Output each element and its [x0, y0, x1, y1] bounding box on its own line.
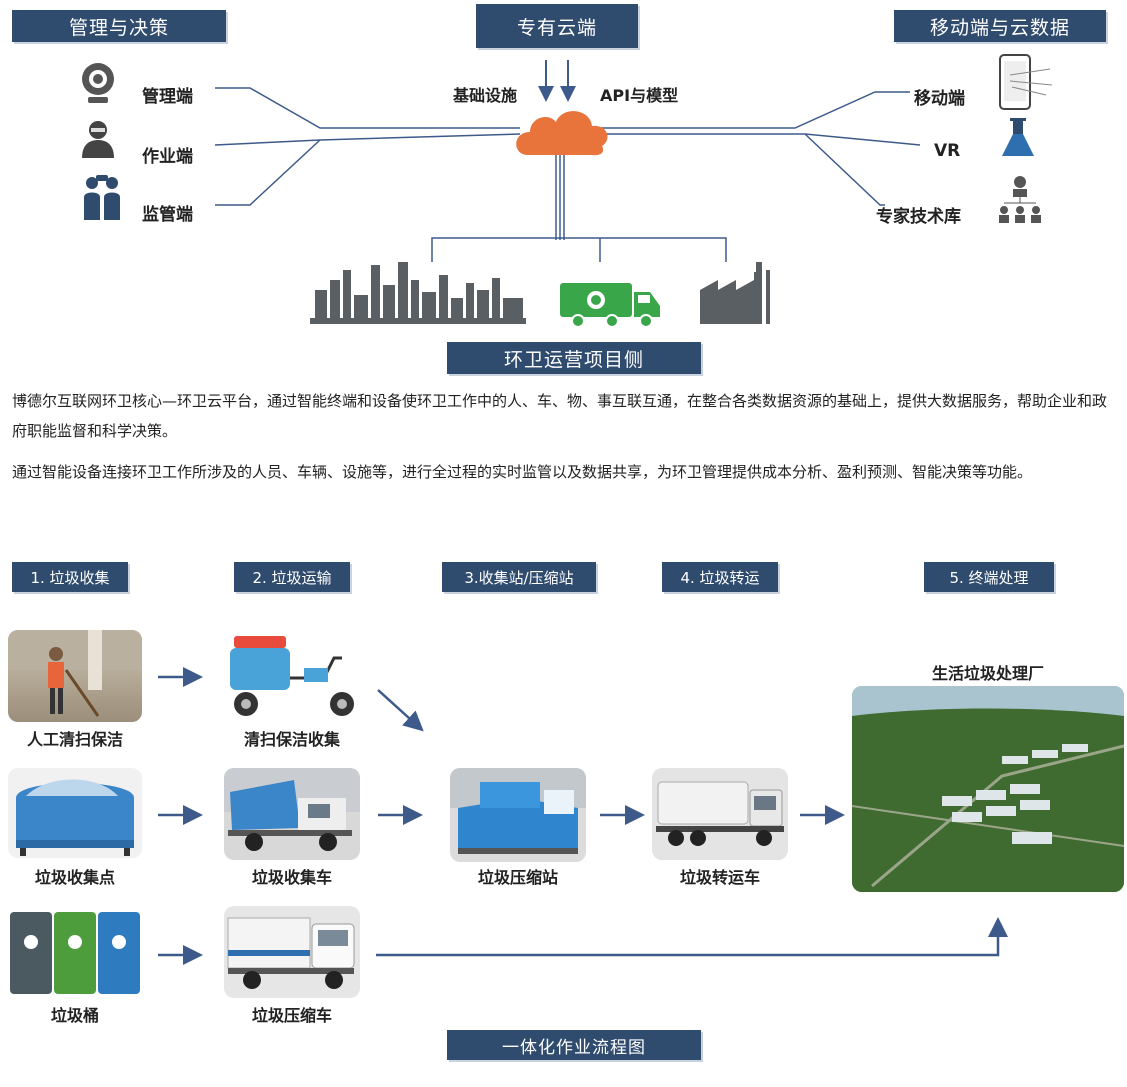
photo-cleaning-tricycle	[224, 628, 360, 724]
header-private-cloud: 专有云端	[476, 4, 638, 48]
header-mobile-cloud-data: 移动端与云数据	[894, 10, 1106, 42]
label-infrastructure: 基础设施	[453, 86, 518, 105]
step-5-header: 5. 终端处理	[924, 562, 1054, 592]
label-supervision-end: 监管端	[142, 205, 193, 225]
city-skyline-icon	[310, 262, 526, 324]
footer-flowchart-title: 一体化作业流程图	[447, 1030, 701, 1060]
photo-collection-truck	[224, 768, 360, 860]
step-1-header: 1. 垃圾收集	[12, 562, 128, 592]
caption-collection-truck: 垃圾收集车	[251, 868, 332, 887]
photo-transfer-truck	[652, 768, 788, 860]
step-2-header: 2. 垃圾运输	[234, 562, 350, 592]
webcam-icon	[82, 63, 114, 103]
header-sanitation-project: 环卫运营项目侧	[447, 342, 701, 374]
caption-compression-station: 垃圾压缩站	[477, 868, 558, 887]
caption-manual-sweeping: 人工清扫保洁	[26, 730, 123, 749]
arrow-collect-to-station	[377, 689, 424, 732]
label-api-models: API与模型	[600, 86, 679, 105]
label-management-end: 管理端	[142, 87, 193, 107]
step-4-header: 4. 垃圾转运	[662, 562, 778, 592]
cloud-icon	[516, 111, 608, 156]
caption-processing-plant: 生活垃圾处理厂	[931, 664, 1044, 683]
caption-garbage-bin: 垃圾桶	[50, 1006, 99, 1025]
cloud-input-arrows	[538, 60, 576, 102]
flask-icon	[1002, 118, 1034, 156]
left-connector-lines	[214, 87, 521, 206]
supervisor-group-icon	[84, 175, 120, 220]
photo-garbage-bins	[8, 906, 142, 998]
photo-manual-sweeping	[8, 630, 142, 722]
caption-collection-point: 垃圾收集点	[34, 868, 115, 887]
factory-icon	[700, 262, 770, 324]
label-operation-end: 作业端	[142, 147, 193, 167]
photo-collection-point	[8, 768, 142, 858]
description-paragraph-2: 通过智能设备连接环卫工作所涉及的人员、车辆、设施等，进行全过程的实时监管以及数据…	[12, 463, 1033, 481]
garbage-truck-icon	[560, 283, 660, 328]
label-vr: VR	[934, 141, 961, 161]
label-expert-library: 专家技术库	[876, 207, 961, 227]
right-connector-lines	[600, 91, 921, 206]
step-3-header: 3.收集站/压缩站	[442, 562, 596, 592]
expert-hierarchy-icon	[999, 176, 1041, 223]
description-paragraph-1: 博德尔互联网环卫核心—环卫云平台，通过智能终端和设备使环卫工作中的人、车、物、事…	[12, 392, 1108, 440]
header-management: 管理与决策	[12, 10, 226, 42]
caption-transfer-truck: 垃圾转运车	[679, 868, 760, 887]
caption-compactor-truck: 垃圾压缩车	[251, 1006, 332, 1025]
arrow-compactor-to-plant	[376, 917, 1008, 957]
smartphone-icon	[999, 54, 1053, 110]
label-mobile-end: 移动端	[914, 89, 965, 109]
photo-compression-station	[450, 768, 586, 862]
flow-arrows	[158, 667, 1008, 965]
worker-icon	[82, 121, 114, 158]
photo-compactor-truck	[224, 906, 360, 998]
cloud-down-lines	[431, 155, 727, 262]
caption-cleaning-collection: 清扫保洁收集	[243, 730, 340, 749]
photo-processing-plant	[852, 686, 1124, 892]
